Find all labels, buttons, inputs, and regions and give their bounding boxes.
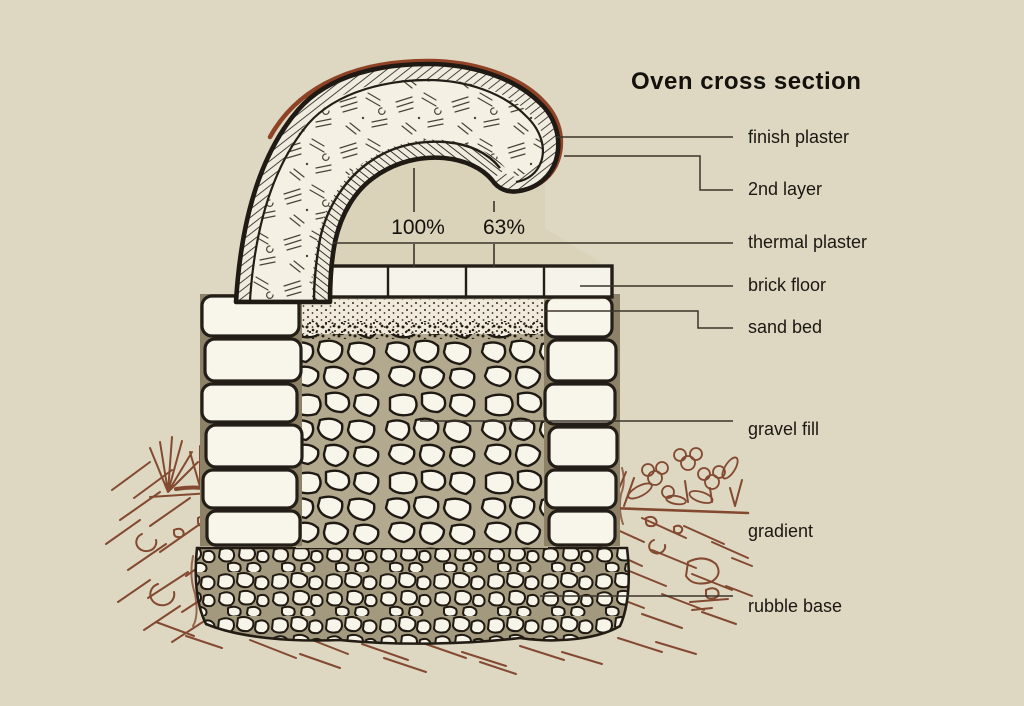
rubble-base bbox=[194, 546, 631, 645]
left-wall bbox=[200, 294, 304, 547]
label-gravel-fill: gravel fill bbox=[748, 419, 820, 439]
label-2nd-layer: 2nd layer bbox=[748, 179, 823, 199]
brick-floor bbox=[308, 264, 614, 299]
dome-height-dimension: 100% bbox=[391, 216, 445, 239]
leader-lines bbox=[333, 136, 733, 597]
label-gradient: gradient bbox=[748, 521, 814, 541]
oven-chamber bbox=[328, 153, 600, 300]
right-wall bbox=[543, 294, 620, 547]
gravel-fill bbox=[296, 318, 548, 548]
dimension-lines bbox=[413, 168, 495, 267]
sand-bed bbox=[292, 299, 548, 339]
label-rubble-base: rubble base bbox=[748, 596, 843, 616]
oven-dome bbox=[233, 58, 564, 305]
label-brick-floor: brick floor bbox=[748, 275, 827, 295]
label-thermal-plaster: thermal plaster bbox=[748, 232, 868, 252]
door-height-dimension: 63% bbox=[482, 216, 526, 239]
page-title: Oven cross section bbox=[631, 68, 862, 95]
label-finish-plaster: finish plaster bbox=[748, 127, 850, 147]
label-sand-bed: sand bed bbox=[748, 317, 823, 337]
